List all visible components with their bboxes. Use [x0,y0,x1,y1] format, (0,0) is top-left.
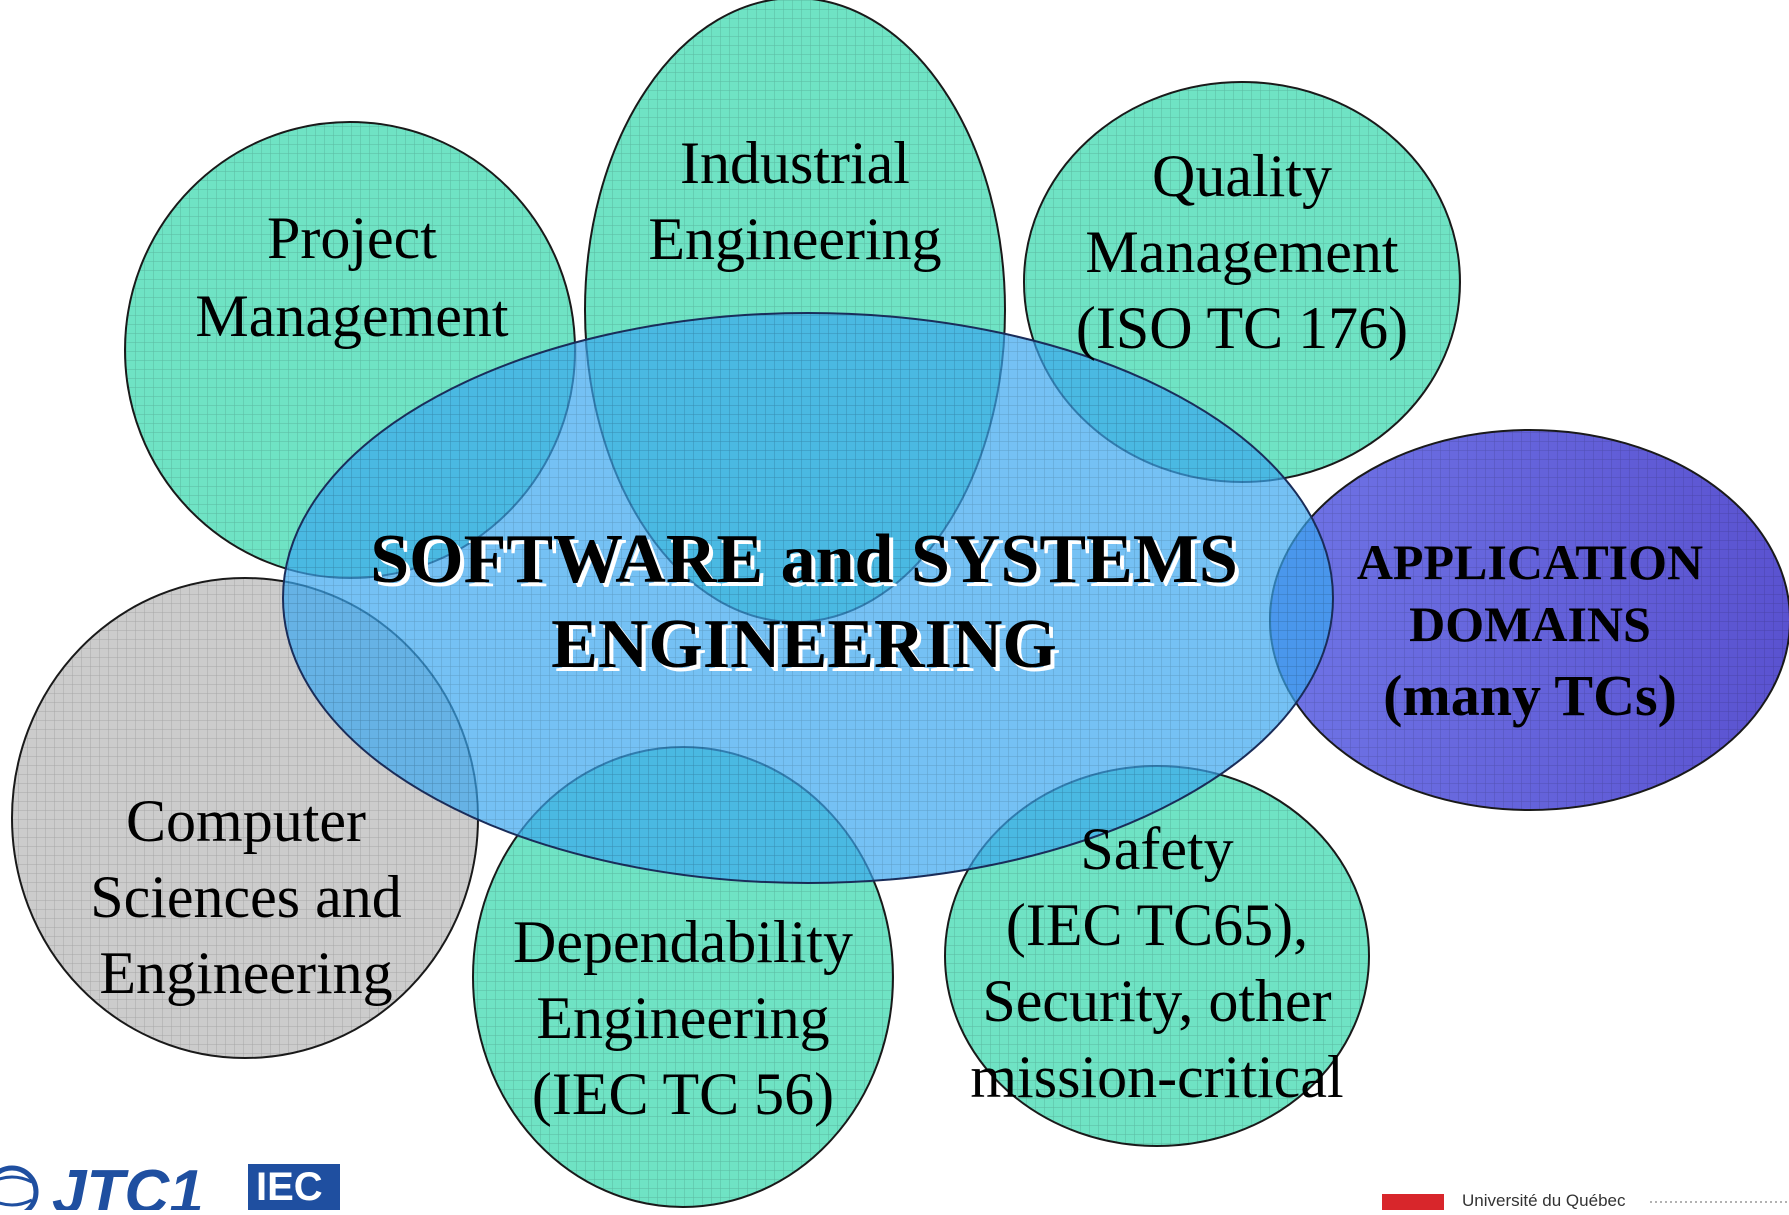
computer-sciences-label-2: Sciences and [90,864,402,930]
center-title-line-2: ENGINEERING [551,606,1057,683]
iso-globe-icon [0,1165,39,1215]
center-title-shadow-2: ENGINEERING [555,610,1061,687]
project-management-label-2: Management [195,283,509,349]
industrial-engineering-label-1: Industrial [680,130,910,196]
application-domains-label-3: (many TCs) [1383,663,1677,728]
safety-label-4: mission-critical [970,1044,1343,1110]
uq-logo-text: Université du Québec [1462,1191,1626,1210]
jtc1-logo-text: JTC1 [52,1158,204,1210]
safety-label-3: Security, other [982,968,1331,1034]
safety-label-1: Safety [1080,816,1233,882]
jtc1-iec-logo: JTC1 IEC [0,1158,340,1215]
iec-badge [248,1164,340,1210]
quality-management-label-1: Quality [1152,143,1332,209]
safety-label-2: (IEC TC65), [1006,892,1308,958]
computer-sciences-label-3: Engineering [99,940,392,1006]
software-systems-engineering-ellipse [282,312,1334,884]
industrial-engineering-label-2: Engineering [648,206,941,272]
dependability-label-2: Engineering [536,985,829,1051]
quality-management-label-2: Management [1085,219,1399,285]
universite-du-quebec-logo: Université du Québec [1382,1191,1789,1210]
dependability-label-1: Dependability [513,909,853,975]
application-domains-label-1: APPLICATION [1357,534,1703,590]
uq-logo-mark [1382,1194,1444,1210]
dependability-label-3: (IEC TC 56) [532,1061,834,1127]
iec-badge-text: IEC [256,1165,323,1209]
center-title-line-1: SOFTWARE and SYSTEMS [370,521,1238,598]
quality-management-label-3: (ISO TC 176) [1076,295,1408,361]
application-domains-label-2: DOMAINS [1409,596,1651,652]
application-domains-circle [1269,429,1789,811]
computer-sciences-label-1: Computer [126,788,366,854]
project-management-label-1: Project [267,205,437,271]
center-title-shadow-1: SOFTWARE and SYSTEMS [374,525,1242,602]
safety-circle [944,765,1370,1147]
